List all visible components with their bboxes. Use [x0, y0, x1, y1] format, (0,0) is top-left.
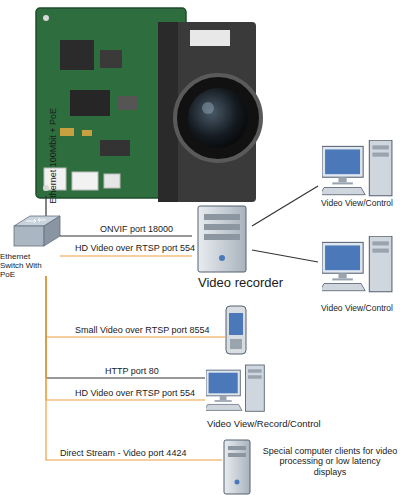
client-node: Video View/Control [318, 234, 400, 316]
node-label: Ethernet Switch With PoE [0, 252, 46, 280]
switch-node: Ethernet Switch With PoE [0, 212, 60, 276]
node-label: Video recorder [198, 276, 283, 291]
special-client-node: Special computer clients for video proce… [222, 438, 252, 495]
client-node: Video View/Record/Control [205, 364, 265, 430]
pc-icon [204, 365, 264, 411]
recorder-node: Video recorder [192, 204, 252, 292]
connector [46, 276, 222, 460]
edge-label: Direct Stream - Video port 4424 [60, 449, 186, 458]
edge-label: HD Video over RTSP port 554 [75, 244, 195, 253]
connector [60, 235, 192, 236]
client-node: Video View/Control [318, 140, 400, 210]
pc-icon [320, 140, 392, 196]
server-icon [224, 440, 250, 494]
connector [46, 276, 205, 378]
node-label: Video View/Record/Control [207, 419, 321, 430]
connector [252, 186, 318, 226]
cable-label: Ethernet 100Mbit + PoE [49, 108, 58, 204]
edge-label: HTTP port 80 [105, 367, 159, 376]
ethernet-cable [45, 196, 46, 216]
connector [252, 250, 318, 262]
phone-icon [226, 306, 246, 354]
pc-icon [320, 236, 392, 292]
connector [46, 276, 205, 400]
node-label: Video View/Control [312, 304, 400, 314]
stream-line [46, 336, 226, 337]
edge-label: HD Video over RTSP port 554 [75, 389, 195, 398]
node-label: Video View/Control [312, 199, 400, 209]
recorder-icon [198, 206, 246, 272]
switch-icon [14, 216, 60, 246]
edge-label: ONVIF port 18000 [100, 225, 173, 234]
camera-module [36, 8, 261, 202]
node-label: Special computer clients for video proce… [262, 446, 398, 477]
connector [60, 255, 192, 256]
stream-label: Small Video over RTSP port 8554 [75, 326, 210, 335]
